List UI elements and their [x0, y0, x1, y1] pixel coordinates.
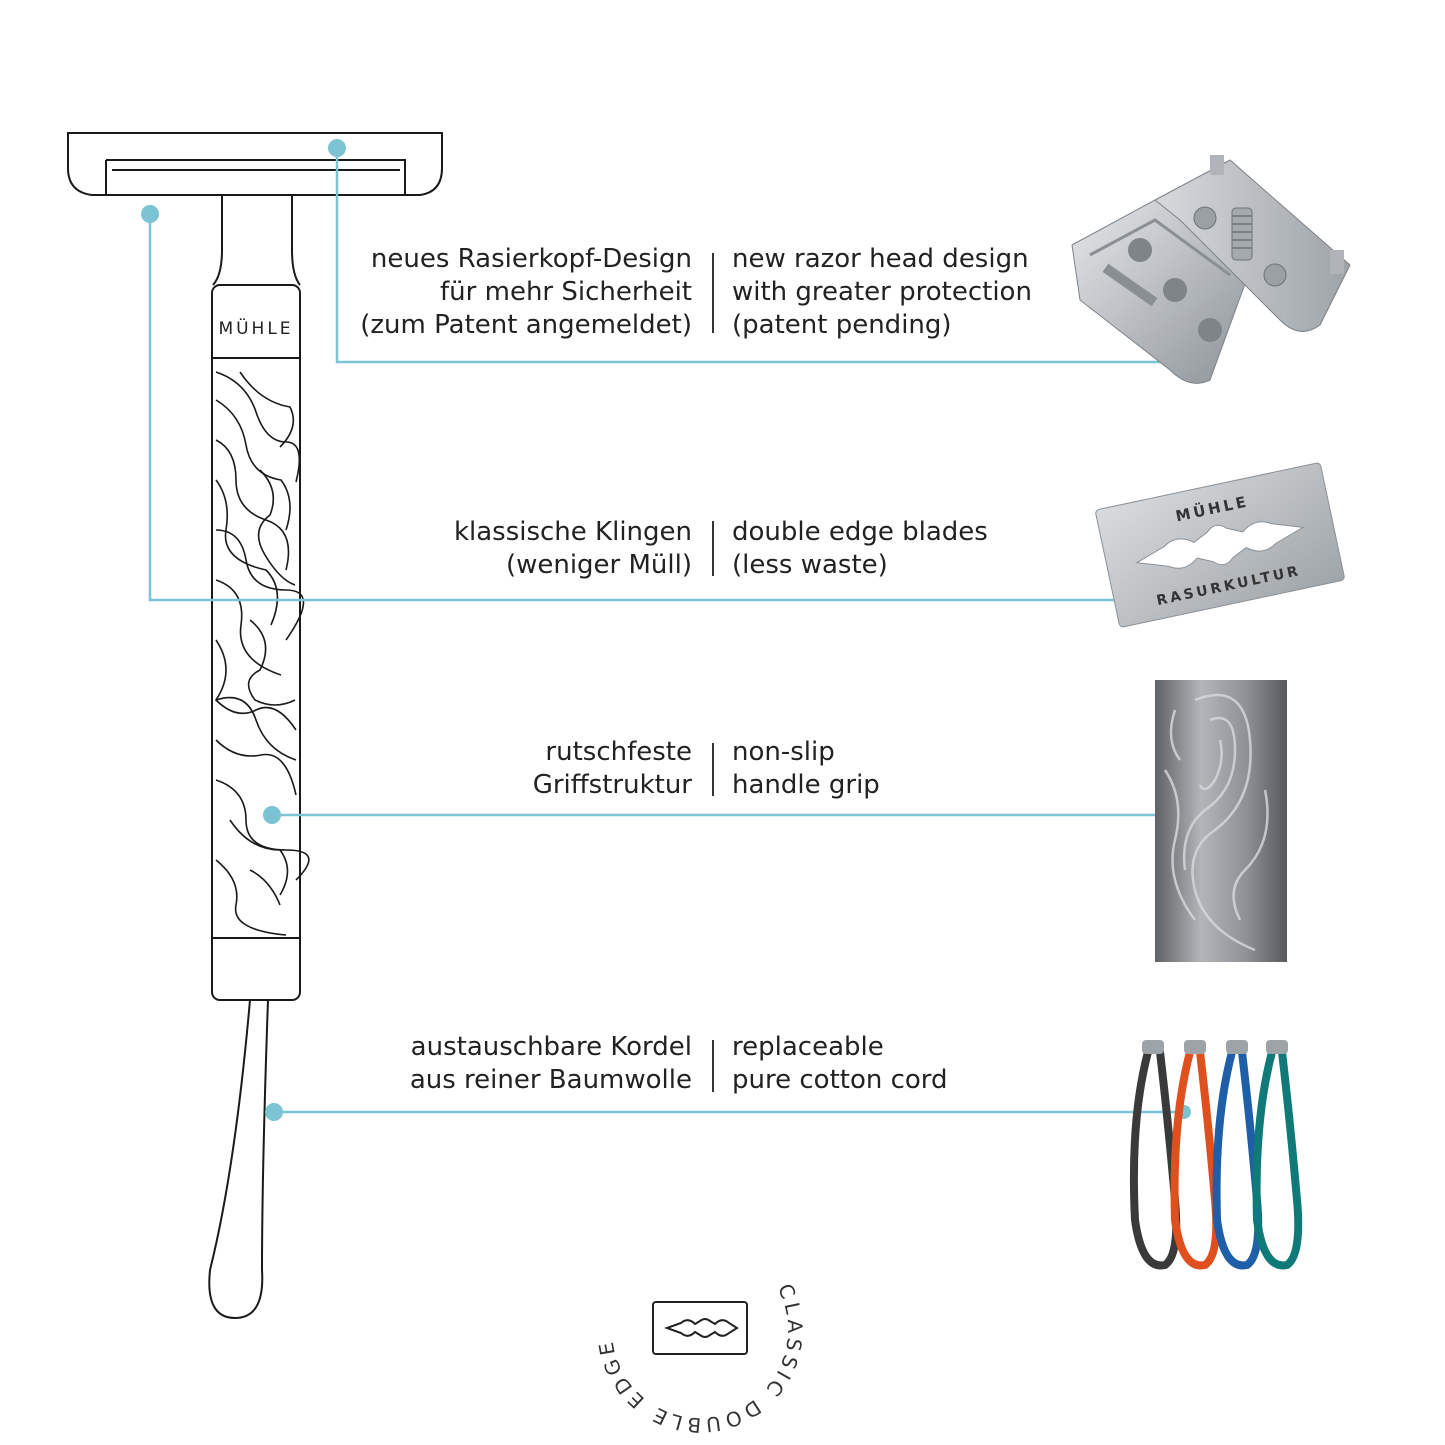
- handle-texture-image: [1155, 680, 1287, 962]
- razor-cord-loop: [208, 999, 269, 1320]
- cord-orange: [1170, 1048, 1221, 1270]
- double-edge-badge: CLASSIC DOUBLE EDGE BLADE ·: [585, 1215, 807, 1437]
- razor-head-parts-image: [1071, 155, 1351, 384]
- feature-blade-separator: [712, 521, 714, 576]
- svg-text:CLASSIC DOUBLE EDGE BLADE ·: CLASSIC DOUBLE EDGE BLADE ·: [585, 1215, 807, 1437]
- feature-cord-separator: [712, 1040, 714, 1092]
- razor-head-outline: [67, 132, 443, 196]
- razor-neck: [212, 195, 301, 286]
- feature-grip-separator: [712, 743, 714, 796]
- callout-line-head: [335, 148, 1184, 364]
- badge-blade-icon: [652, 1301, 748, 1355]
- cord-teal: [1252, 1048, 1303, 1270]
- feature-blade-de: klassische Klingen (weniger Müll): [453, 517, 692, 580]
- handle-brand-mark: MÜHLE: [218, 317, 293, 339]
- callout-dot-blade-start: [141, 205, 159, 223]
- callout-dot-head-start: [328, 139, 346, 157]
- feature-cord-de: austauschbare Kordel aus reiner Baumwoll…: [409, 1032, 692, 1095]
- badge-ring-text: CLASSIC DOUBLE EDGE BLADE ·: [585, 1215, 803, 1437]
- cotton-cords-image: [1129, 1040, 1303, 1270]
- feature-blade-en: double edge blades (less waste): [732, 517, 988, 580]
- razor-handle-outline: [211, 284, 301, 1001]
- feature-grip-de: rutschfeste Griffstruktur: [532, 737, 692, 800]
- cord-black: [1129, 1048, 1181, 1270]
- feature-head-de: neues Rasierkopf-Design für mehr Sicherh…: [360, 244, 692, 340]
- callout-dot-cord-start: [265, 1103, 283, 1121]
- feature-cord-en: replaceable pure cotton cord: [732, 1032, 948, 1095]
- feature-grip-en: non-slip handle grip: [732, 737, 880, 800]
- callout-dot-grip-start: [263, 806, 281, 824]
- cord-blue: [1212, 1048, 1263, 1270]
- double-edge-blade-image: MÜHLE RASURKULTUR: [1095, 462, 1345, 628]
- feature-head-separator: [712, 253, 714, 333]
- feature-head-en: new razor head design with greater prote…: [732, 244, 1032, 340]
- callout-line-blade: [148, 214, 1184, 602]
- handle-topo-pattern: [214, 371, 310, 936]
